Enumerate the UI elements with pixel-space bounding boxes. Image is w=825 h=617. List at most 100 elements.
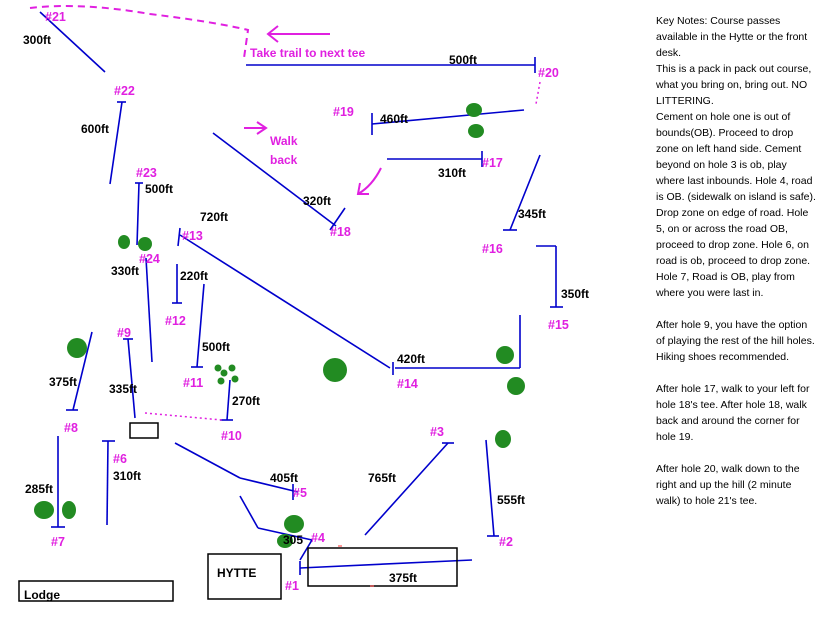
tree-icon bbox=[495, 430, 511, 448]
arrow-down-left-icon bbox=[356, 167, 382, 195]
hole-label-14: #14 bbox=[397, 377, 418, 391]
distance-14: 420ft bbox=[397, 352, 425, 366]
tree-icon bbox=[34, 501, 54, 519]
hytte-building bbox=[207, 553, 282, 600]
key-notes-intro: Key Notes: Course passes available in th… bbox=[656, 15, 808, 59]
key-notes-littering: This is a pack in pack out course, what … bbox=[656, 63, 812, 107]
trail-20 bbox=[535, 81, 541, 105]
fairway-5a bbox=[174, 442, 241, 479]
distance-5: 405ft bbox=[270, 471, 298, 485]
distance-7: 285ft bbox=[25, 482, 53, 496]
hole-label-15: #15 bbox=[548, 318, 569, 332]
distance-21: 300ft bbox=[23, 33, 51, 47]
distance-6: 310ft bbox=[113, 469, 141, 483]
fairway-lines bbox=[39, 11, 563, 575]
distance-16: 345ft bbox=[518, 207, 546, 221]
hole-label-13: #13 bbox=[182, 229, 203, 243]
tree-icon bbox=[277, 534, 293, 548]
hole-label-1: #1 bbox=[285, 579, 299, 593]
hole-label-3: #3 bbox=[430, 425, 444, 439]
fairway-3 bbox=[364, 442, 449, 536]
distance-17: 310ft bbox=[438, 166, 466, 180]
distance-12: 220ft bbox=[180, 269, 208, 283]
key-notes-hole-17: After hole 17, walk to your left for hol… bbox=[656, 383, 810, 443]
fairway-18 bbox=[212, 132, 337, 227]
walking-trails bbox=[29, 5, 541, 421]
hole-label-9: #9 bbox=[117, 326, 131, 340]
trees bbox=[34, 103, 525, 548]
fairway-4c bbox=[299, 539, 313, 561]
tree-icon bbox=[284, 515, 304, 533]
distance-19: 460ft bbox=[380, 112, 408, 126]
trail-9 bbox=[144, 412, 223, 421]
fairway-9 bbox=[127, 338, 136, 419]
fairway-6 bbox=[106, 440, 109, 526]
distance-20: 500ft bbox=[449, 53, 477, 67]
walk-back-note-line1: Walk bbox=[270, 134, 298, 148]
distance-2: 555ft bbox=[497, 493, 525, 507]
drop-zone-marks bbox=[338, 545, 374, 587]
take-trail-note: Take trail to next tee bbox=[250, 46, 365, 60]
hole-label-4: #4 bbox=[311, 531, 325, 545]
lodge-label: Lodge bbox=[24, 588, 60, 602]
tree-icon bbox=[62, 501, 76, 519]
walk-back-note-line2: back bbox=[270, 153, 298, 167]
hytte-label: HYTTE bbox=[217, 566, 256, 580]
tree-icon bbox=[466, 103, 482, 117]
hole-label-24: #24 bbox=[139, 252, 160, 266]
key-notes-hill-holes: After hole 9, you have the option of pla… bbox=[656, 319, 815, 363]
small-shelter bbox=[129, 422, 159, 439]
tree-icon bbox=[507, 377, 525, 395]
fairway-5b bbox=[239, 477, 299, 493]
key-notes-panel: Key Notes: Course passes available in th… bbox=[656, 13, 818, 525]
fairway-11 bbox=[196, 283, 205, 368]
distance-11: 500ft bbox=[202, 340, 230, 354]
distance-15: 350ft bbox=[561, 287, 589, 301]
key-notes-hole-20: After hole 20, walk down to the right an… bbox=[656, 463, 800, 507]
distance-labels: 375ft 555ft 765ft 305 405ft 310ft 285ft … bbox=[23, 33, 589, 585]
arrow-left-icon bbox=[266, 25, 330, 43]
hole-labels: #1 #2 #3 #4 #5 #6 #7 #8 #9 #10 #11 #12 #… bbox=[45, 10, 569, 593]
hole-label-6: #6 bbox=[113, 452, 127, 466]
tee-13 bbox=[177, 227, 181, 247]
hole-label-20: #20 bbox=[538, 66, 559, 80]
hole-label-5: #5 bbox=[293, 486, 307, 500]
distance-13: 720ft bbox=[200, 210, 228, 224]
distance-9: 335ft bbox=[109, 382, 137, 396]
tree-icon bbox=[138, 237, 152, 251]
key-notes-ob-rules: Cement on hole one is out of bounds(OB).… bbox=[656, 111, 816, 299]
distance-18: 320ft bbox=[303, 194, 331, 208]
fairway-21 bbox=[39, 11, 106, 73]
distance-3: 765ft bbox=[368, 471, 396, 485]
hole-label-16: #16 bbox=[482, 242, 503, 256]
fairway-10 bbox=[226, 379, 231, 421]
arrow-right-icon bbox=[244, 121, 268, 135]
fairway-13 bbox=[179, 234, 391, 369]
distance-23: 500ft bbox=[145, 182, 173, 196]
hole-label-11: #11 bbox=[183, 376, 203, 390]
hole-label-2: #2 bbox=[499, 535, 513, 549]
distance-8: 375ft bbox=[49, 375, 77, 389]
hole-label-12: #12 bbox=[165, 314, 186, 328]
tree-icon bbox=[496, 346, 514, 364]
direction-arrows bbox=[244, 25, 382, 195]
distance-1: 375ft bbox=[389, 571, 417, 585]
trail-21 bbox=[29, 5, 250, 59]
fairway-22 bbox=[109, 101, 123, 185]
fairway-23 bbox=[136, 182, 140, 246]
hole-label-7: #7 bbox=[51, 535, 65, 549]
fairway-1 bbox=[299, 559, 473, 569]
tree-icon bbox=[323, 358, 347, 382]
lodge-building bbox=[18, 580, 174, 602]
hole-label-8: #8 bbox=[64, 421, 78, 435]
hole-label-21: #21 bbox=[45, 10, 66, 24]
hole-label-19: #19 bbox=[333, 105, 354, 119]
parking-area bbox=[307, 547, 458, 587]
fairway-16 bbox=[509, 154, 541, 231]
tree-cluster-icon bbox=[214, 364, 239, 385]
tree-icon bbox=[468, 124, 484, 138]
fairway-2 bbox=[485, 439, 495, 537]
hole-label-18: #18 bbox=[330, 225, 351, 239]
fairway-4a bbox=[239, 495, 259, 529]
